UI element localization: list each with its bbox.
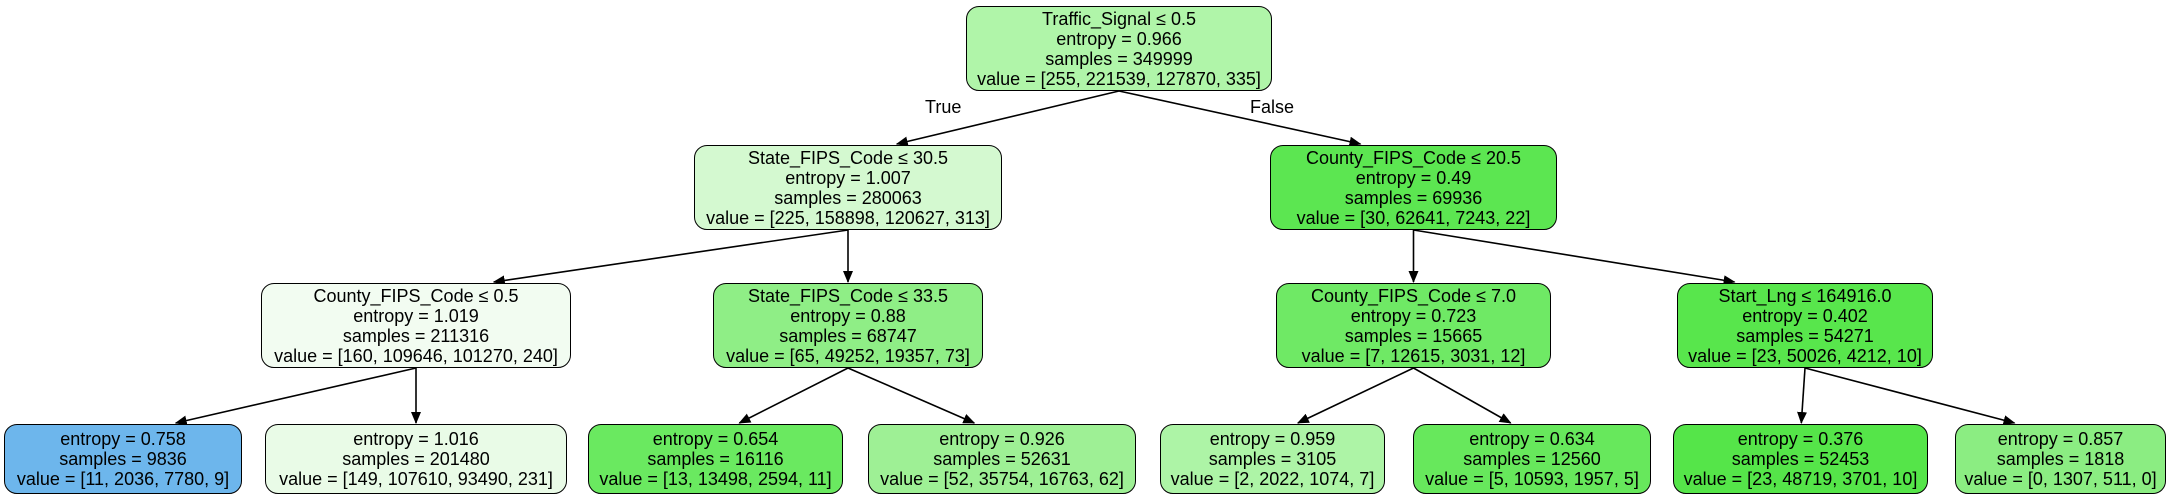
node-condition: State_FIPS_Code ≤ 30.5 xyxy=(747,147,948,168)
node-samples: samples = 1818 xyxy=(1996,449,2125,469)
node-value: value = [149, 107610, 93490, 231] xyxy=(279,469,553,489)
node-samples: samples = 54271 xyxy=(1736,325,1874,346)
node-entropy: entropy = 0.402 xyxy=(1742,305,1868,326)
node-value: value = [52, 35754, 16763, 62] xyxy=(880,469,1124,489)
node-entropy: entropy = 0.926 xyxy=(939,429,1065,449)
node-samples: samples = 12560 xyxy=(1463,449,1601,469)
node-entropy: entropy = 0.857 xyxy=(1997,429,2124,449)
node-entropy: entropy = 0.634 xyxy=(1469,429,1595,449)
node-value: value = [160, 109646, 101270, 240] xyxy=(274,345,558,366)
node-entropy: entropy = 0.49 xyxy=(1355,167,1472,188)
node-entropy: entropy = 1.007 xyxy=(785,167,911,188)
node-value: value = [23, 50026, 4212, 10] xyxy=(1688,345,1922,366)
node-condition: County_FIPS_Code ≤ 0.5 xyxy=(313,285,519,306)
node-samples: samples = 349999 xyxy=(1045,48,1193,69)
node-entropy: entropy = 0.959 xyxy=(1209,429,1336,449)
node-value: value = [255, 221539, 127870, 335] xyxy=(977,68,1261,89)
node-samples: samples = 211316 xyxy=(342,325,490,346)
node-samples: samples = 68747 xyxy=(779,325,917,346)
edge-n0-n2 xyxy=(1118,90,1362,147)
edge-n3-n7 xyxy=(174,367,417,426)
node-condition: Traffic_Signal ≤ 0.5 xyxy=(1042,8,1196,29)
node-samples: samples = 3105 xyxy=(1208,449,1337,469)
edge-n4-n9 xyxy=(738,367,849,424)
node-value: value = [7, 12615, 3031, 12] xyxy=(1301,345,1526,366)
node-value: value = [30, 62641, 7243, 22] xyxy=(1296,207,1531,228)
node-samples: samples = 280063 xyxy=(774,187,922,208)
node-condition: Start_Lng ≤ 164916.0 xyxy=(1718,285,1892,306)
node-samples: samples = 16116 xyxy=(647,449,784,469)
node-samples: samples = 52631 xyxy=(933,449,1071,469)
edge-n0-n1 xyxy=(895,90,1120,147)
edge-n6-n13 xyxy=(1797,367,1808,424)
edge-n6-n14 xyxy=(1804,367,2016,426)
node-value: value = [11, 2036, 7780, 9] xyxy=(16,469,230,489)
edge-n2-n6 xyxy=(1413,229,1736,286)
node-value: value = [0, 1307, 511, 0] xyxy=(1964,469,2157,489)
node-entropy: entropy = 0.88 xyxy=(790,305,906,326)
node-entropy: entropy = 1.016 xyxy=(353,429,479,449)
node-value: value = [5, 10593, 1957, 5] xyxy=(1425,469,1639,489)
node-condition: County_FIPS_Code ≤ 7.0 xyxy=(1311,285,1516,306)
node-entropy: entropy = 0.376 xyxy=(1737,429,1864,449)
node-samples: samples = 9836 xyxy=(59,449,187,469)
node-value: value = [225, 158898, 120627, 313] xyxy=(706,207,990,228)
node-condition: State_FIPS_Code ≤ 33.5 xyxy=(747,285,948,306)
node-value: value = [23, 48719, 3701, 10] xyxy=(1683,469,1918,489)
node-entropy: entropy = 0.966 xyxy=(1056,28,1182,49)
node-entropy: entropy = 0.654 xyxy=(652,429,779,449)
node-samples: samples = 15665 xyxy=(1344,325,1483,346)
node-entropy: entropy = 0.723 xyxy=(1350,305,1477,326)
node-value: value = [2, 2022, 1074, 7] xyxy=(1170,469,1375,489)
node-condition: County_FIPS_Code ≤ 20.5 xyxy=(1305,147,1521,168)
node-samples: samples = 69936 xyxy=(1344,187,1483,208)
node-entropy: entropy = 0.758 xyxy=(60,429,186,449)
edge-label-true: True xyxy=(925,97,962,117)
node-value: value = [65, 49252, 19357, 73] xyxy=(726,345,970,366)
edge-n5-n11 xyxy=(1296,367,1414,424)
edge-label-false: False xyxy=(1250,97,1295,117)
edge-n5-n12 xyxy=(1413,367,1512,424)
node-value: value = [13, 13498, 2594, 11] xyxy=(599,469,832,489)
edge-n4-n10 xyxy=(847,367,976,424)
node-samples: samples = 201480 xyxy=(342,449,490,469)
node-samples: samples = 52453 xyxy=(1731,449,1870,469)
edge-n1-n3 xyxy=(492,229,849,286)
node-entropy: entropy = 1.019 xyxy=(353,305,479,326)
